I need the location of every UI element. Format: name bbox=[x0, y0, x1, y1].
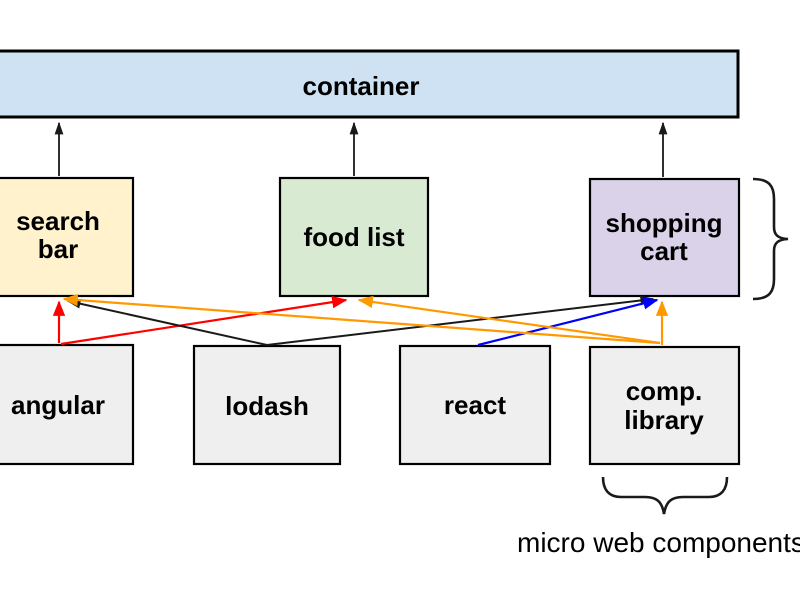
lodash-label: lodash bbox=[225, 391, 309, 421]
container-box bbox=[0, 49, 740, 119]
arrow-comp-library-to-search-bar bbox=[62, 293, 661, 345]
search-bar-box bbox=[0, 176, 135, 298]
arrow-comp-library-to-food-list bbox=[357, 295, 661, 345]
micro-components-underbrace bbox=[601, 476, 729, 515]
arrow-lodash-to-shopping-cart bbox=[266, 295, 655, 346]
shopping-cart-right-brace bbox=[752, 177, 789, 301]
shopping-cart-label-line2: cart bbox=[640, 236, 688, 266]
angular-label: angular bbox=[11, 390, 105, 420]
comp-library-box bbox=[588, 345, 741, 466]
angular-box bbox=[0, 343, 135, 466]
food-list-label: food list bbox=[303, 222, 404, 252]
container-label: container bbox=[302, 71, 419, 101]
react-label: react bbox=[444, 390, 506, 420]
shopping-cart-box bbox=[588, 177, 741, 298]
lodash-box bbox=[192, 344, 342, 466]
search-bar-label-line1: search bbox=[16, 206, 100, 236]
arrow-react-to-shopping-cart bbox=[477, 297, 659, 347]
shopping-cart-label-line1: shopping bbox=[606, 208, 723, 238]
search-bar-label-line2: bar bbox=[38, 234, 78, 264]
comp-library-label-line2: library bbox=[624, 405, 704, 435]
food-list-box bbox=[278, 176, 430, 298]
arrow-lodash-to-search-bar bbox=[66, 298, 268, 346]
comp-library-label-line1: comp. bbox=[626, 376, 703, 406]
arrow-angular-to-food-list bbox=[60, 296, 348, 346]
micro-web-components-caption: micro web components bbox=[517, 527, 800, 558]
react-box bbox=[398, 344, 552, 466]
